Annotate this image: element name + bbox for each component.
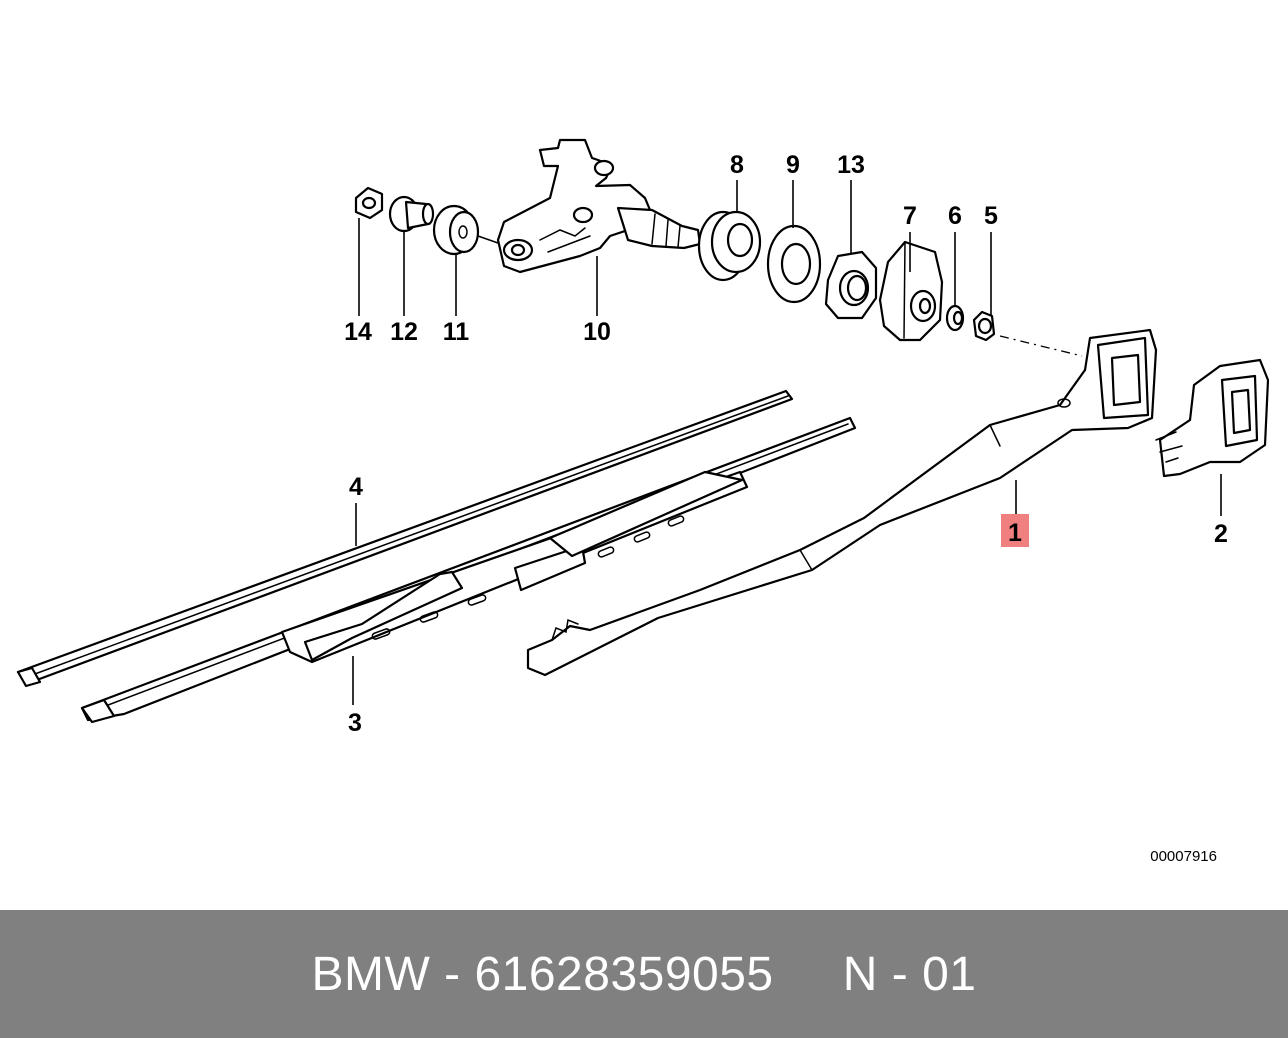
diagram-reference-number: 00007916	[1150, 848, 1217, 865]
label-1: 1	[1008, 519, 1022, 547]
part-5-nut	[972, 310, 996, 342]
part-2-arm-cap	[1155, 358, 1270, 478]
label-11: 11	[443, 318, 470, 346]
label-14: 14	[344, 318, 372, 346]
label-3: 3	[348, 709, 362, 737]
part-10-bracket	[496, 138, 702, 274]
highlight-box	[1001, 514, 1029, 547]
part-13-hex-nut	[824, 250, 878, 320]
part-14-nut	[354, 186, 384, 220]
part-11-grommet	[432, 204, 480, 256]
assembly-centerline	[999, 335, 1083, 357]
label-10: 10	[583, 318, 611, 346]
part-9-washer	[766, 224, 822, 304]
part-4-wiper-refill	[16, 389, 794, 688]
leader-lines	[352, 180, 1222, 705]
part-1-wiper-arm	[526, 328, 1158, 677]
part-number-text: BMW - 61628359055 N - 01	[311, 947, 977, 1001]
part-8-seal	[697, 210, 762, 282]
part-6-washer	[945, 304, 965, 332]
part-3-wiper-blade	[80, 416, 857, 724]
label-4: 4	[349, 473, 363, 501]
label-7: 7	[903, 202, 917, 230]
blade-slots	[371, 515, 685, 640]
part-number-footer: BMW - 61628359055 N - 01	[0, 910, 1288, 1038]
label-2: 2	[1214, 520, 1228, 548]
part-12-bushing	[388, 195, 435, 233]
part-7-cap	[878, 240, 944, 342]
label-13: 13	[837, 151, 865, 179]
label-9: 9	[786, 151, 800, 179]
label-5: 5	[984, 202, 998, 230]
label-8: 8	[730, 151, 744, 179]
label-12: 12	[390, 318, 418, 346]
label-6: 6	[948, 202, 962, 230]
exploded-parts-diagram: 14 12 11 10 8 9 13 7 6 5 4 3 1 2 0000791…	[16, 138, 1270, 865]
